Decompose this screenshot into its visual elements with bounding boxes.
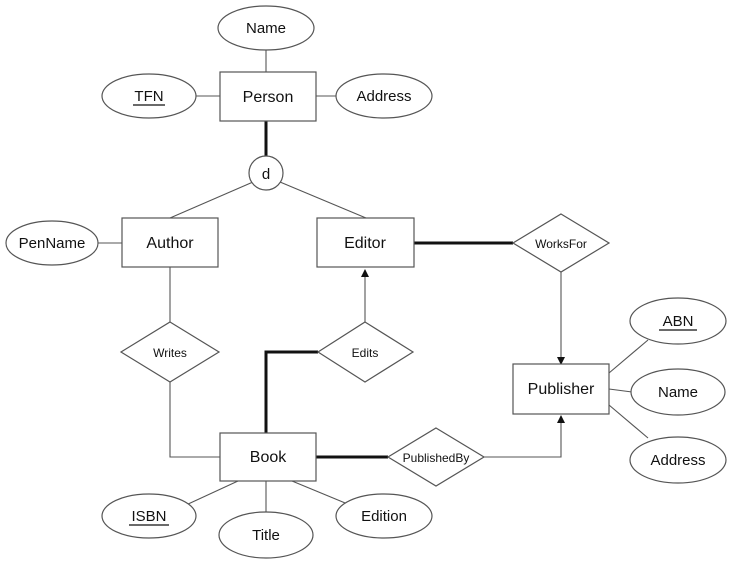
entity-publisher[interactable]: Publisher bbox=[512, 363, 610, 415]
line-publisher-abn bbox=[608, 339, 649, 374]
attribute-publisher-abn[interactable]: ABN bbox=[629, 297, 727, 345]
attribute-person-name[interactable]: Name bbox=[217, 5, 315, 51]
entity-person[interactable]: Person bbox=[219, 71, 317, 122]
relationship-edits-label: Edits bbox=[352, 346, 379, 360]
line-book-isbn bbox=[185, 480, 239, 506]
relationship-writes[interactable]: Writes bbox=[119, 321, 221, 383]
entity-author-label: Author bbox=[146, 235, 194, 252]
entity-publisher-label: Publisher bbox=[528, 381, 595, 398]
attribute-person-name-label: Name bbox=[246, 20, 286, 37]
connectors bbox=[98, 50, 649, 512]
relationship-publishedby[interactable]: PublishedBy bbox=[386, 427, 486, 487]
line-publisher-address bbox=[608, 404, 649, 439]
disjoint-label: d bbox=[262, 166, 270, 183]
line-publisher-name bbox=[608, 388, 633, 393]
relationship-writes-label: Writes bbox=[153, 346, 187, 360]
entity-person-label: Person bbox=[243, 89, 294, 106]
relationship-publishedby-label: PublishedBy bbox=[403, 451, 470, 465]
attribute-publisher-abn-label: ABN bbox=[663, 313, 694, 330]
attribute-publisher-name-label: Name bbox=[658, 384, 698, 401]
relationship-edits[interactable]: Edits bbox=[316, 321, 415, 383]
attribute-person-address[interactable]: Address bbox=[335, 73, 433, 119]
line-book-edition bbox=[291, 480, 351, 506]
attribute-person-tfn[interactable]: TFN bbox=[101, 73, 197, 119]
line-disjoint-editor bbox=[279, 181, 367, 219]
relationship-worksfor-label: WorksFor bbox=[535, 237, 587, 251]
entity-author[interactable]: Author bbox=[121, 217, 219, 268]
attribute-author-penname-label: PenName bbox=[19, 235, 86, 252]
entity-book-label: Book bbox=[250, 449, 287, 466]
entity-book[interactable]: Book bbox=[219, 432, 317, 482]
line-writes-book bbox=[169, 382, 220, 458]
attribute-publisher-name[interactable]: Name bbox=[630, 368, 726, 416]
attribute-person-tfn-label: TFN bbox=[134, 88, 163, 105]
attribute-book-edition-label: Edition bbox=[361, 508, 407, 525]
line-disjoint-author bbox=[169, 181, 254, 219]
line-book-edits bbox=[264, 350, 318, 433]
line-publishedby-publisher bbox=[484, 415, 565, 458]
attribute-publisher-address[interactable]: Address bbox=[629, 436, 727, 484]
entity-editor[interactable]: Editor bbox=[316, 217, 415, 268]
attribute-book-title-label: Title bbox=[252, 527, 280, 544]
entity-editor-label: Editor bbox=[344, 235, 386, 252]
disjoint-circle[interactable]: d bbox=[248, 155, 284, 191]
attribute-author-penname[interactable]: PenName bbox=[5, 220, 99, 266]
attribute-publisher-address-label: Address bbox=[650, 452, 705, 469]
relationship-worksfor[interactable]: WorksFor bbox=[511, 213, 611, 273]
attribute-book-title[interactable]: Title bbox=[218, 511, 314, 559]
attribute-book-isbn-label: ISBN bbox=[131, 508, 166, 525]
attribute-book-edition[interactable]: Edition bbox=[335, 493, 433, 539]
attribute-person-address-label: Address bbox=[356, 88, 411, 105]
attribute-book-isbn[interactable]: ISBN bbox=[101, 493, 197, 539]
